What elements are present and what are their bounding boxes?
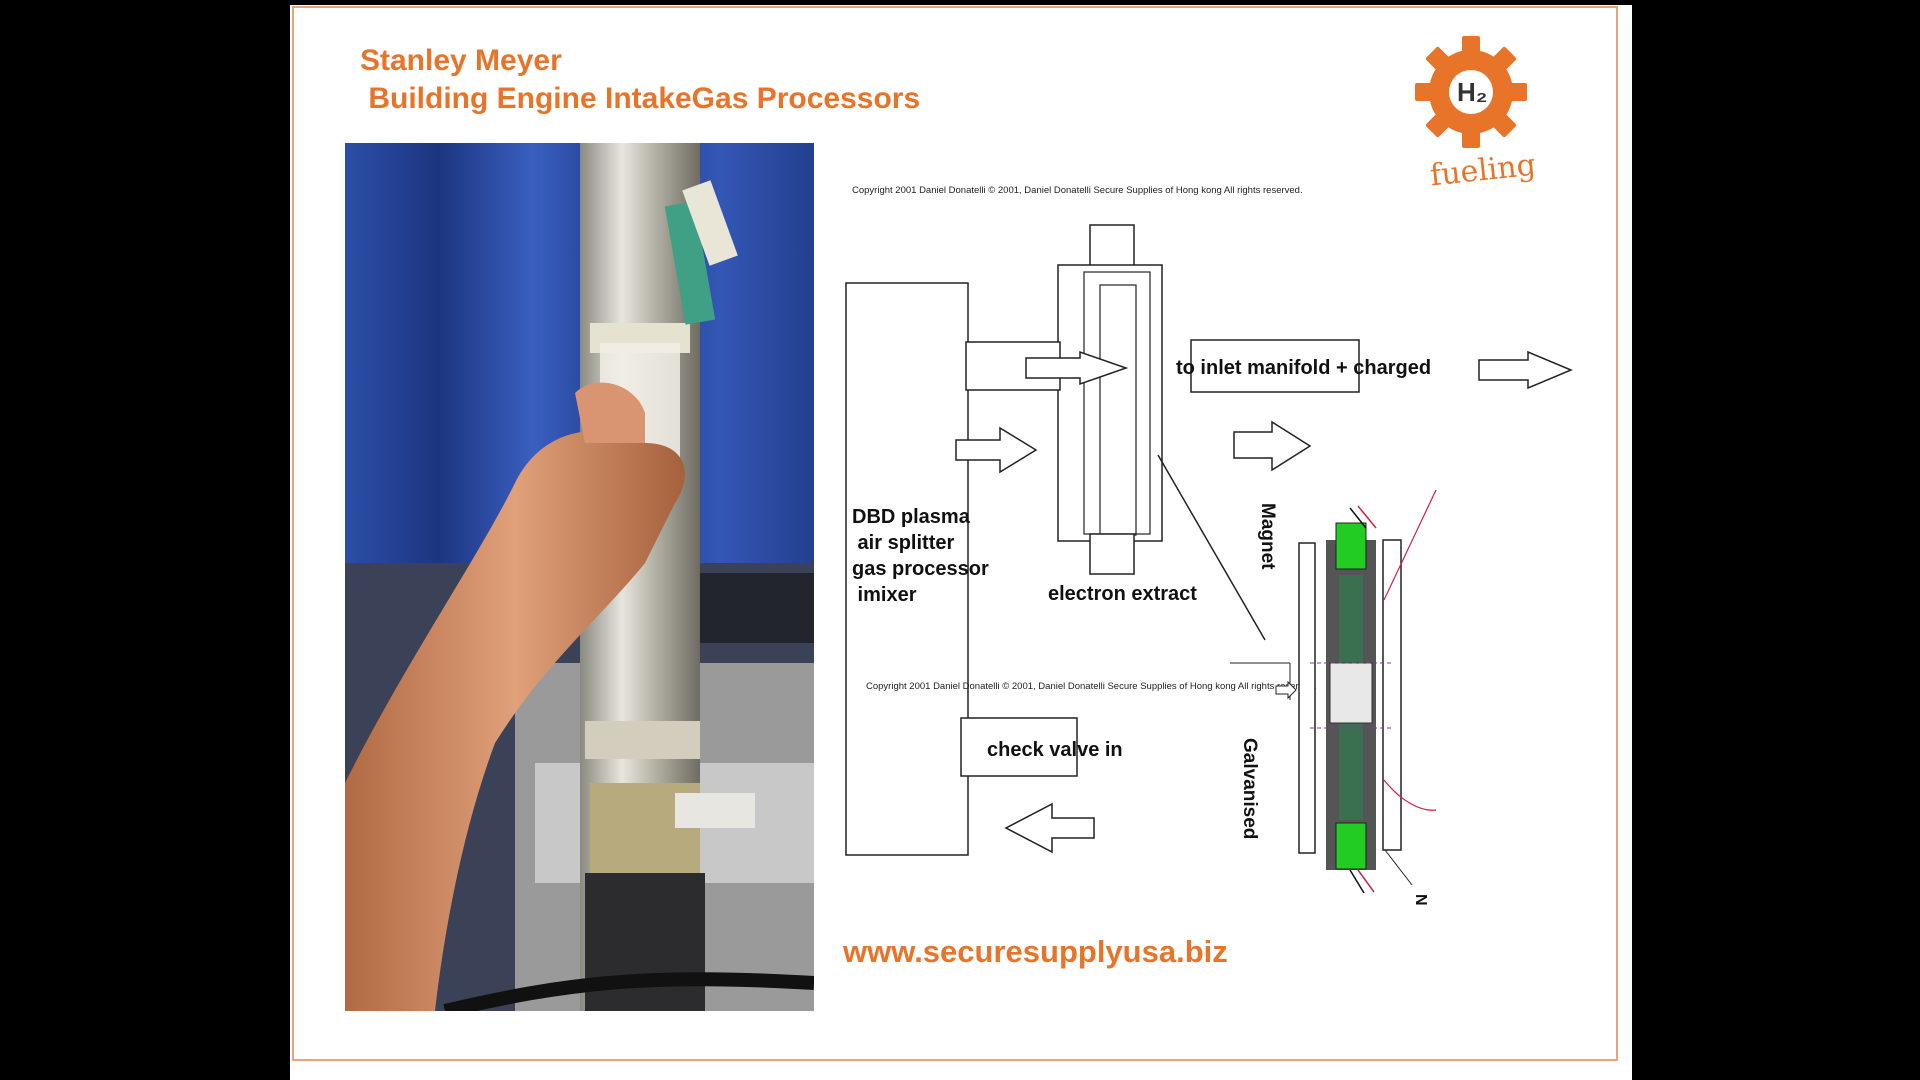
inlet-manifold-label: to inlet manifold + charged — [1176, 357, 1431, 379]
slide-title-line1: Stanley Meyer — [360, 44, 562, 77]
slide-frame — [292, 6, 1618, 1061]
arrow-dbd-to-cell — [955, 426, 1038, 474]
electron-extract-label: electron extract — [1048, 583, 1197, 605]
slide-title-line2: Building Engine IntakeGas Processors — [360, 82, 921, 115]
gas-processor-photo — [345, 143, 814, 1011]
website-url[interactable]: www.securesupplyusa.biz — [843, 934, 1228, 969]
check-valve-box — [960, 717, 1078, 777]
arrow-into-cell — [1025, 350, 1129, 386]
copyright-mid: Copyright 2001 Daniel Donatelli © 2001, … — [866, 681, 1317, 692]
dbd-label: DBD plasma air splitter gas processor im… — [852, 506, 994, 606]
copyright-top: Copyright 2001 Daniel Donatelli © 2001, … — [852, 185, 1303, 196]
n-pole-label: N — [1412, 894, 1429, 906]
dbd-processor-box — [845, 282, 969, 856]
h2-gear-logo-icon: H₂ — [1415, 36, 1527, 148]
magnet-label: Magnet — [1257, 503, 1278, 570]
arrow-to-manifold — [1478, 350, 1573, 390]
arrow-back-to-dbd — [1004, 802, 1095, 854]
arrow-to-magnet-cell — [1233, 420, 1312, 472]
magnet-cell-diagram — [1275, 489, 1437, 894]
check-valve-label: check valve in — [987, 739, 1123, 761]
galvanised-label: Galvanised — [1239, 738, 1260, 839]
electron-extract-cell — [1057, 264, 1163, 542]
svg-text:H₂: H₂ — [1457, 77, 1487, 107]
